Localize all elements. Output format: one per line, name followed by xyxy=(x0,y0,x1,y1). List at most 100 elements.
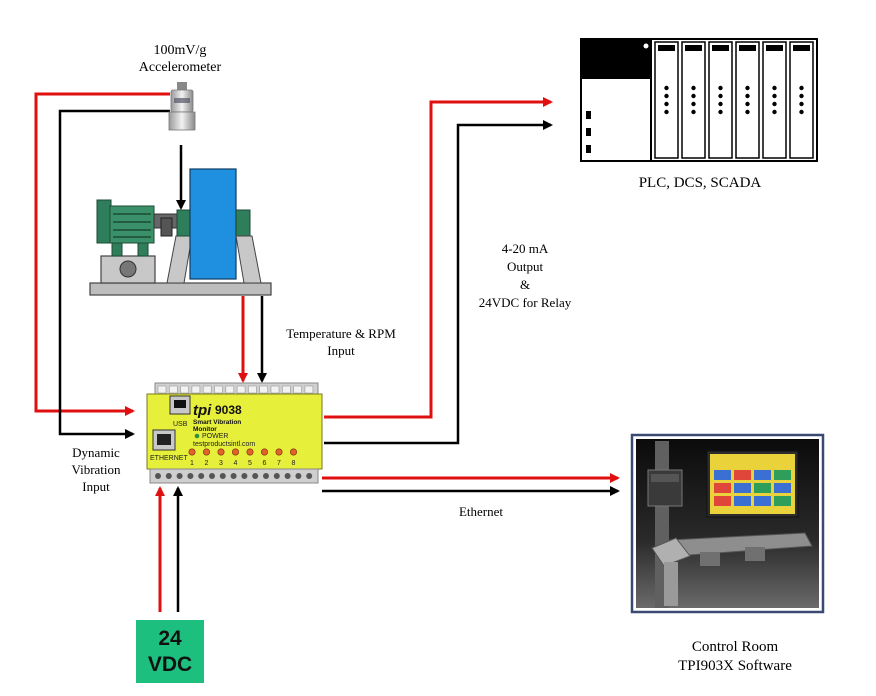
plc-module xyxy=(762,41,787,159)
terminal-screw xyxy=(236,385,246,394)
plc-module-led xyxy=(799,85,804,91)
plc-label-text: PLC, DCS, SCADA xyxy=(638,175,762,191)
accelerometer-label: 100mV/g Accelerometer xyxy=(110,42,250,76)
screen-tile xyxy=(774,483,791,493)
plc-module-led xyxy=(691,109,696,115)
plc-module-led xyxy=(718,101,723,107)
terminal-screw xyxy=(293,385,302,394)
accel-black-wire xyxy=(58,109,170,439)
device-ethernet-label: ETHERNET xyxy=(150,455,188,462)
power-supply-label: 24 VDC xyxy=(136,626,204,678)
plc-module-led xyxy=(718,85,723,91)
channel-led xyxy=(275,448,283,456)
channel-number: 8 xyxy=(292,460,296,467)
plc-module xyxy=(708,41,733,159)
terminal-screw xyxy=(281,385,291,394)
screen-tile xyxy=(774,496,791,506)
screen-tile xyxy=(774,470,791,480)
terminal-screw xyxy=(284,473,291,479)
dynamic-vibration-label-line3: Input xyxy=(82,479,110,494)
terminal-screw xyxy=(219,473,226,479)
terminal-screw xyxy=(270,385,280,394)
device-subtitle-1: Smart Vibration xyxy=(193,419,241,426)
plc-module xyxy=(789,41,814,159)
channel-number: 5 xyxy=(248,460,252,467)
plc-module-led xyxy=(718,109,723,115)
screen-tile xyxy=(714,470,731,480)
channel-number: 3 xyxy=(219,460,223,467)
channel-number: 4 xyxy=(234,460,238,467)
channel-led xyxy=(289,448,297,456)
screen-tile xyxy=(734,483,751,493)
terminal-screw xyxy=(306,473,313,479)
terminal-screw xyxy=(202,385,212,394)
screen-tile xyxy=(754,483,771,493)
plc-module-led xyxy=(664,85,669,91)
plc-module-header xyxy=(658,45,675,51)
temp-rpm-label-line2: Input xyxy=(327,343,355,358)
power-supply-label-line2: VDC xyxy=(147,653,193,676)
terminal-screw xyxy=(214,385,223,394)
control-room-label-line2: TPI903X Software xyxy=(678,658,792,674)
ethernet-label-text: Ethernet xyxy=(458,504,504,519)
control-room-label: Control Room TPI903X Software xyxy=(640,638,830,676)
terminal-screw xyxy=(259,385,269,394)
output-label-line3: & xyxy=(519,277,531,292)
plc-module-led xyxy=(772,93,777,99)
power-led xyxy=(194,433,200,439)
control-room-label-line1: Control Room xyxy=(691,639,779,655)
terminal-screw xyxy=(176,473,183,479)
screen-tile xyxy=(734,470,751,480)
accel-red-wire xyxy=(34,92,170,416)
channel-led xyxy=(260,448,268,456)
channel-led xyxy=(232,448,240,456)
terminal-screw xyxy=(241,473,248,479)
plc-module-header xyxy=(685,45,702,51)
channel-number: 1 xyxy=(190,460,194,467)
terminal-screw xyxy=(198,473,205,479)
plc-module-header xyxy=(712,45,729,51)
channel-led xyxy=(217,448,225,456)
plc-module-led xyxy=(664,109,669,115)
plc-module-led xyxy=(691,85,696,91)
plc-module-led xyxy=(745,85,750,91)
motor-assembly-icon xyxy=(89,168,272,296)
plc-module-led xyxy=(799,93,804,99)
screen-tile xyxy=(734,496,751,506)
terminal-screw xyxy=(187,473,194,479)
plc-module xyxy=(735,41,760,159)
plc-module-led xyxy=(772,85,777,91)
plc-module-led xyxy=(772,101,777,107)
control-room-icon xyxy=(630,433,825,614)
device-usb-label: USB xyxy=(173,421,188,428)
device-power-led-label: POWER xyxy=(202,433,228,440)
plc-module xyxy=(654,41,679,159)
channel-number: 6 xyxy=(263,460,267,467)
plc-module-led xyxy=(718,93,723,99)
terminal-screw xyxy=(304,385,314,394)
terminal-screw xyxy=(180,385,189,394)
terminal-screw xyxy=(230,473,237,479)
plc-module-led xyxy=(691,93,696,99)
temp-rpm-label-line1: Temperature & RPM xyxy=(286,326,396,341)
terminal-screw xyxy=(252,473,259,479)
power-supply-label-line1: 24 xyxy=(158,627,182,650)
terminal-screw xyxy=(248,385,257,394)
plc-module-header xyxy=(793,45,810,51)
tpi-9038-device: USB ETHERNET tpi 9038 Smart Vibration Mo… xyxy=(146,382,323,484)
ethernet-label: Ethernet xyxy=(431,503,531,520)
channel-number: 7 xyxy=(277,460,281,467)
plc-module xyxy=(681,41,706,159)
dynamic-vibration-label: Dynamic Vibration Input xyxy=(46,444,146,495)
terminal-screw xyxy=(165,473,172,479)
output-label-line4: 24VDC for Relay xyxy=(478,295,572,310)
terminal-screw xyxy=(263,473,269,479)
output-label-line1: 4-20 mA xyxy=(501,241,549,256)
temp-rpm-label: Temperature & RPM Input xyxy=(266,325,416,359)
terminal-screw xyxy=(209,473,215,479)
screen-tile xyxy=(714,496,731,506)
screen-tile xyxy=(714,483,731,493)
terminal-screw xyxy=(295,473,302,479)
plc-module-led xyxy=(799,109,804,115)
